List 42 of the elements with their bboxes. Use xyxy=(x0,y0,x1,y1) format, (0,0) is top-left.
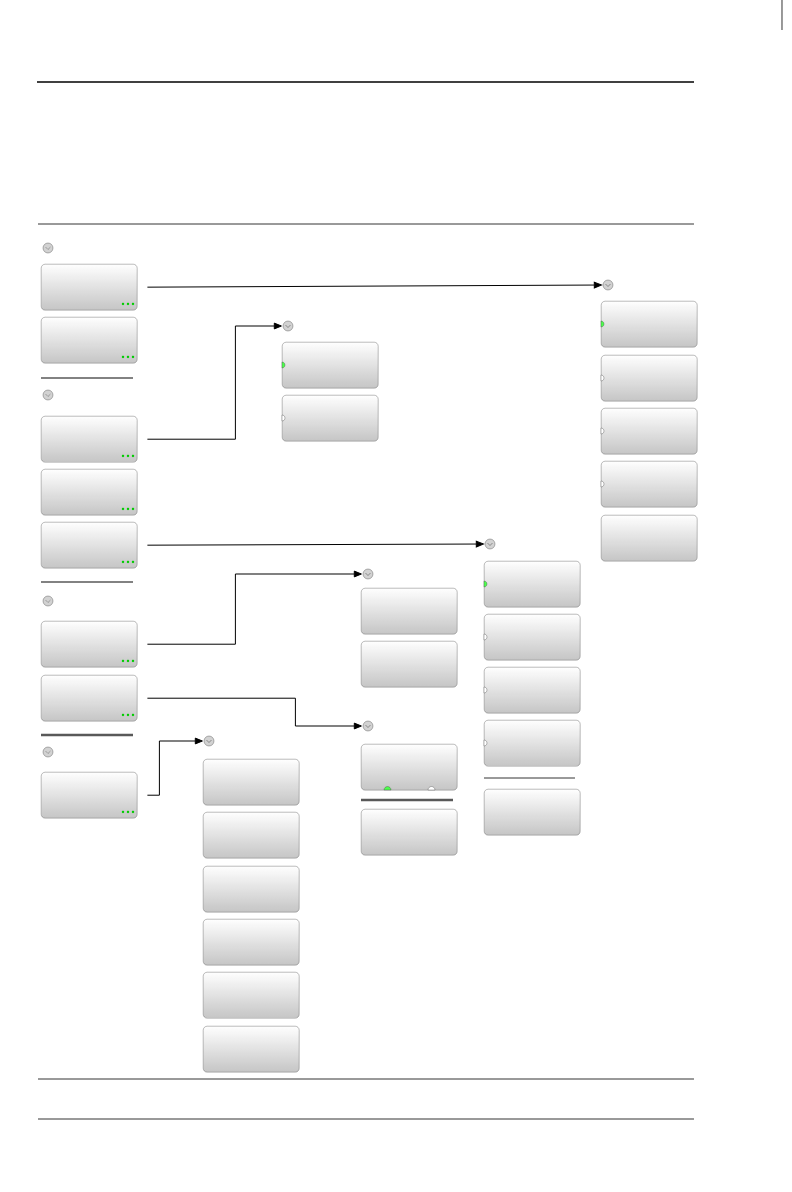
menu-button xyxy=(600,301,698,348)
chevron-icon xyxy=(362,720,374,732)
menu-button xyxy=(203,866,300,913)
menu-button xyxy=(41,522,138,569)
arrow xyxy=(146,281,602,289)
menu-button xyxy=(361,588,458,635)
menu-button xyxy=(361,809,458,856)
menu-button xyxy=(281,342,379,389)
chevron-icon xyxy=(203,735,215,747)
menu-button xyxy=(203,1026,300,1073)
chevron-icon xyxy=(282,320,294,332)
arrow xyxy=(146,540,484,548)
arrow xyxy=(146,737,203,796)
menu-button xyxy=(41,416,138,463)
menu-button xyxy=(41,264,138,311)
menu-button xyxy=(203,812,300,859)
menu-button xyxy=(361,641,458,688)
menu-button xyxy=(41,621,138,668)
menu-button xyxy=(484,789,581,836)
menu-button xyxy=(281,395,379,442)
menu-button xyxy=(41,772,138,819)
chevron-icon xyxy=(602,279,614,291)
menu-button xyxy=(483,561,581,608)
chevron-icon xyxy=(484,538,496,550)
menu-button xyxy=(361,744,458,791)
arrow xyxy=(146,697,362,730)
menu-button xyxy=(41,469,138,516)
menu-button xyxy=(41,675,138,722)
chevron-icon xyxy=(362,568,374,580)
arrow xyxy=(146,570,362,645)
arrow xyxy=(146,322,282,440)
menu-button xyxy=(483,614,581,661)
menu-button xyxy=(600,461,698,508)
menu-button xyxy=(203,972,300,1019)
menu-button xyxy=(600,408,698,455)
menu-button xyxy=(203,919,300,966)
menu-button xyxy=(41,317,138,364)
menu-button xyxy=(203,759,300,806)
menu-button xyxy=(600,355,698,402)
menu-button xyxy=(601,515,698,562)
menu-button xyxy=(483,667,581,714)
menu-button xyxy=(483,720,581,767)
